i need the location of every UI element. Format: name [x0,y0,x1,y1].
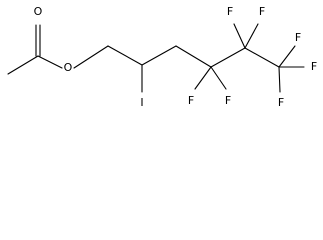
carbonyl-oxygen-label: O [34,5,43,18]
fluorine-label-2: F [225,94,231,107]
ester-oxygen-label: O [64,61,73,74]
bond-ester-oxygen-ch2 [73,45,109,69]
bond-chi-ch2 [141,45,177,66]
bond-cf2-cf2 [210,47,246,68]
bond-c6-fluorine-bottom [278,66,281,93]
bond-ch2-cf2 [175,45,212,68]
atom-label-group: O O I F F F F F F F [34,5,318,109]
bond-c6-fluorine-top [278,45,296,68]
fluorine-label-5: F [295,31,301,44]
bond-group [7,23,305,93]
bond-ch2-chi [107,45,143,66]
bond-c4-fluorine-right [210,66,227,90]
fluorine-label-4: F [259,5,265,18]
bond-cf2-cf3 [244,47,280,68]
iodine-label: I [140,96,143,109]
bond-c5-fluorine-left [233,23,246,49]
bond-methyl-carbonyl [7,55,39,75]
bond-c5-fluorine-right [244,23,259,49]
bond-carbonyl-ester-oxygen [37,55,63,69]
bond-c4-fluorine-left [194,66,212,90]
fluorine-label-6: F [311,60,317,73]
fluorine-label-1: F [188,94,194,107]
structure-diagram: O O I F F F F F F F [0,0,323,118]
fluorine-label-3: F [227,5,233,18]
skeletal-formula: O O I F F F F F F F [7,5,318,109]
fluorine-label-7: F [278,96,284,109]
